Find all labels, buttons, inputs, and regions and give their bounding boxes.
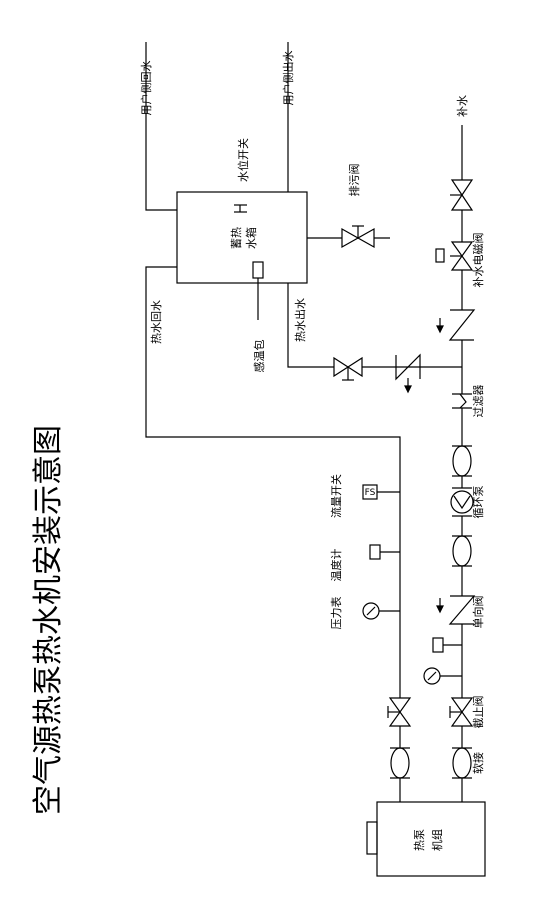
circulation-pump-icon: 循环泵 [450,486,485,519]
makeup-water-label: 补水 [456,95,469,117]
svg-text:单向阀: 单向阀 [471,596,485,629]
svg-text:过滤器: 过滤器 [472,385,485,418]
flow-switch-icon: FS 流量开关 [329,474,400,518]
svg-text:水位开关: 水位开关 [236,138,250,182]
diagram-title: 空气源热泵热水机安装示意图 [31,425,66,815]
hot-outlet-label: 热水出水 [293,298,307,342]
storage-tank: 蓄热 水箱 [176,191,308,284]
pressure-gauge-icon: 压力表 [329,597,400,630]
filter-icon: 过滤器 [452,385,485,418]
svg-text:压力表: 压力表 [329,597,343,630]
svg-text:水箱: 水箱 [244,227,258,249]
pipes [145,42,463,802]
svg-text:截止阀: 截止阀 [471,696,485,729]
makeup-check-valve-icon [436,309,476,341]
flex-joint-icon [452,747,472,779]
level-switch: 水位开关 [234,138,250,213]
svg-text:循环泵: 循环泵 [472,486,485,519]
flex-joint-icon [390,747,410,779]
svg-text:机组: 机组 [430,829,444,851]
outlet-valve-icon [333,356,363,381]
heat-pump-unit: 热泵 机组 [366,801,486,877]
check-valve-icon: 单向阀 [436,595,485,629]
stop-valve-icon: 截止阀 [449,696,485,729]
makeup-valve-icon [450,179,474,211]
svg-text:FS: FS [365,488,376,498]
main-thermometer-icon [432,637,462,653]
makeup-solenoid-icon: 补水电磁阀 [435,233,485,288]
svg-text:流量开关: 流量开关 [329,474,343,518]
flex-joint-icon [452,445,472,477]
return-stop-valve-icon [387,697,412,727]
flex-joint-label: 软接 [471,752,485,774]
svg-text:热泵: 热泵 [413,829,426,851]
svg-text:温度计: 温度计 [329,549,343,582]
svg-text:排污阀: 排污阀 [347,164,361,197]
sensor-bulb: 感温包 [252,261,266,373]
outlet-check-valve-icon [395,353,421,394]
main-pressure-gauge-icon [423,667,462,685]
svg-text:感温包: 感温包 [253,340,266,373]
thermometer-icon: 温度计 [329,544,400,582]
hot-return-label: 热水回水 [150,300,163,344]
svg-text:补水电磁阀: 补水电磁阀 [471,233,485,288]
flex-joint-icon [452,535,472,567]
drain-valve-icon: 排污阀 [341,164,375,249]
user-return-label: 用户侧回水 [139,61,153,116]
user-outlet-label: 用户侧出水 [281,51,295,106]
svg-text:蓄热: 蓄热 [230,227,243,249]
